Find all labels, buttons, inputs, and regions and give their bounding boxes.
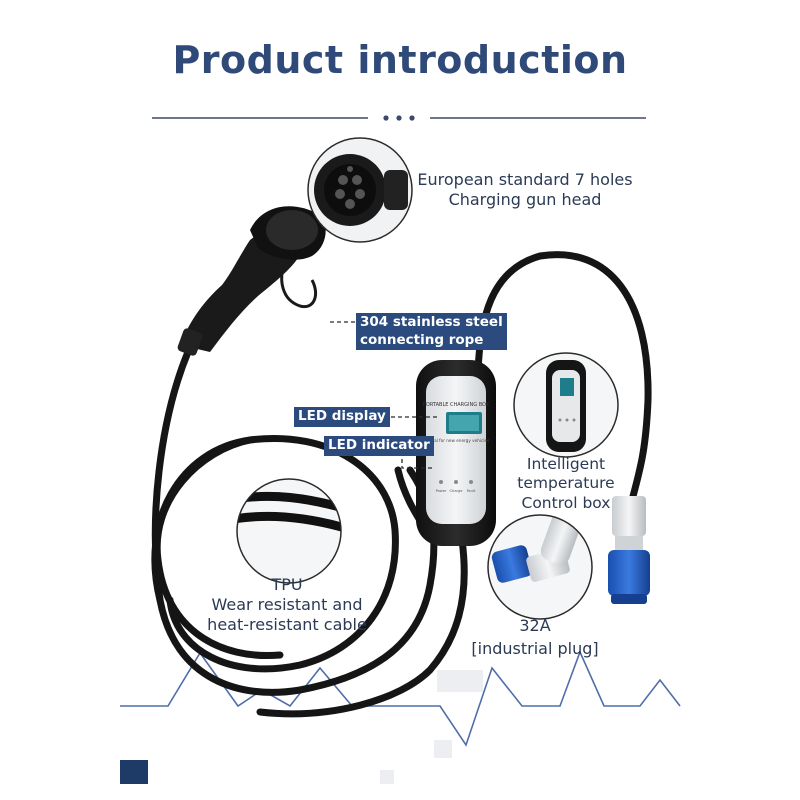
- decorative-wave: [120, 649, 681, 747]
- led-indicator-tag: LED indicator: [324, 436, 434, 456]
- control-box-detail: [513, 352, 619, 458]
- cable-label-line1: TPU: [271, 575, 303, 594]
- cable-label-line2: Wear resistant and: [211, 595, 363, 614]
- plug-label-line1: 32A: [519, 616, 551, 635]
- light-power-text: Power: [436, 489, 447, 493]
- callout-lines: [330, 321, 440, 469]
- rope-tag-line2: connecting rope: [360, 331, 484, 348]
- rope-tag: 304 stainless steel connecting rope: [356, 313, 507, 351]
- ellipsis-dots-icon: [383, 115, 415, 121]
- gun-head-label-line2: Charging gun head: [448, 190, 602, 209]
- decorative-block: [120, 760, 148, 784]
- plug-label: 32A [industrial plug]: [450, 614, 620, 660]
- gun-head-label-line1: European standard 7 holes: [417, 170, 633, 189]
- control-box-label-line2: temperature: [517, 474, 615, 493]
- cable-label-line3: heat-resistant cable: [207, 615, 367, 634]
- gun-head-detail: [307, 137, 413, 243]
- control-box-label: Intelligent temperature Control box: [496, 455, 636, 513]
- control-box-label-line3: Control box: [521, 493, 611, 512]
- control-box-label-line1: Intelligent: [526, 455, 606, 473]
- plug-label-line2: [industrial plug]: [471, 639, 599, 659]
- box-brand-text: PORTABLE CHARGING BOX: [423, 402, 490, 408]
- light-charge-text: Charge: [450, 489, 464, 493]
- title-divider: [152, 115, 646, 121]
- led-display-tag: LED display: [294, 407, 390, 427]
- charging-gun-icon: [177, 206, 326, 356]
- rope-tag-line1: 304 stainless steel: [360, 314, 503, 330]
- cable-label: TPU Wear resistant and heat-resistant ca…: [187, 575, 387, 635]
- box-caption-text: Special for new energy vehicles: [423, 438, 490, 443]
- control-box-icon: PORTABLE CHARGING BOX Special for new en…: [416, 360, 496, 546]
- page-title: Product introduction: [172, 38, 628, 82]
- industrial-plug-detail: [487, 514, 593, 620]
- led-display-tag-text: LED display: [298, 408, 386, 424]
- gun-head-label: European standard 7 holes Charging gun h…: [405, 170, 645, 210]
- led-indicator-tag-text: LED indicator: [328, 437, 430, 453]
- light-fault-text: Fault: [467, 489, 476, 493]
- industrial-plug-icon: [608, 496, 650, 604]
- tpu-cable: [151, 251, 652, 718]
- cable-detail: [236, 478, 342, 584]
